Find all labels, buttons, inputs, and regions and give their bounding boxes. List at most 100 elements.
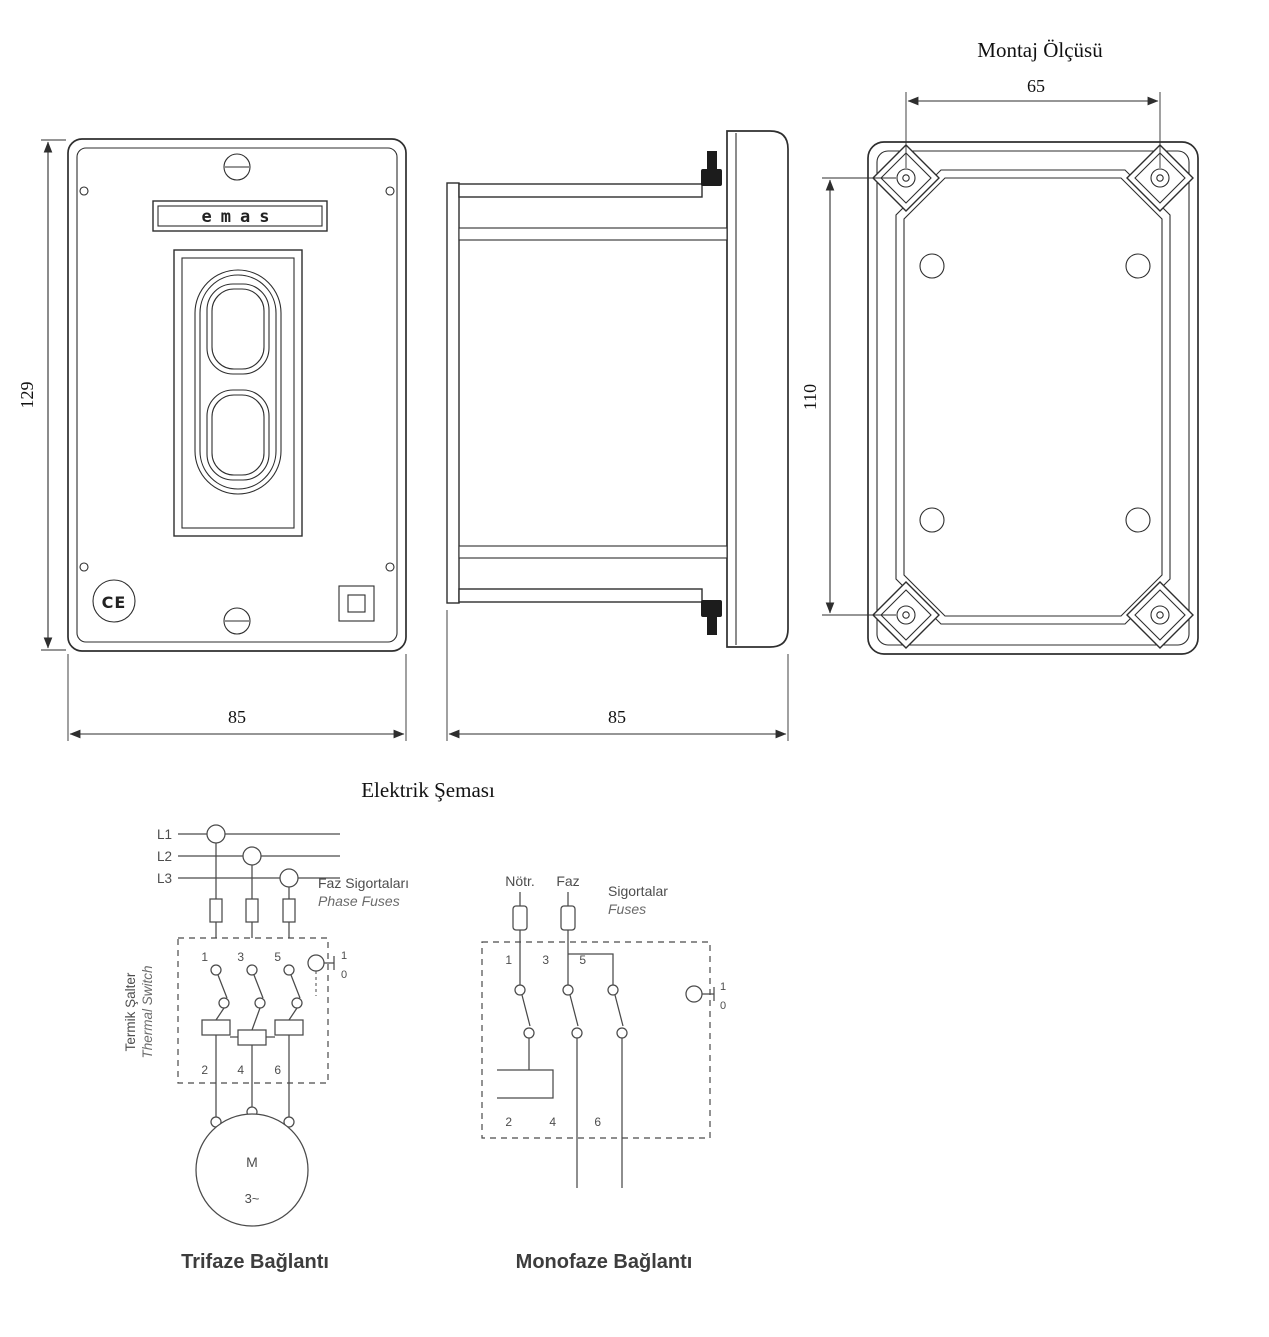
edge-screw-icon bbox=[79, 186, 89, 196]
bottom-plate bbox=[458, 588, 703, 603]
dimension-label-110: 110 bbox=[800, 384, 820, 410]
monofaze-schematic: Nötr. Faz Sigortalar Fuses 1 3 5 bbox=[481, 873, 726, 1273]
motor-phase-label: 3~ bbox=[245, 1191, 260, 1206]
edge-screw-icon bbox=[385, 562, 395, 572]
top-plate bbox=[458, 183, 703, 198]
terminal-2: 2 bbox=[201, 1063, 208, 1077]
fuse-symbol bbox=[512, 905, 528, 931]
phase-label-l2: L2 bbox=[157, 849, 172, 864]
contact-node bbox=[562, 984, 574, 996]
schematic-title: Elektrik Şeması bbox=[361, 778, 495, 802]
contact-node bbox=[218, 997, 230, 1009]
contact-node bbox=[291, 997, 303, 1009]
motor-circle bbox=[195, 1113, 309, 1227]
terminal-2: 2 bbox=[505, 1115, 512, 1129]
side-view bbox=[446, 130, 789, 648]
dimension-label-65: 65 bbox=[1027, 76, 1045, 96]
terminal-1: 1 bbox=[201, 950, 208, 964]
onoff-button-symbol: 1 0 bbox=[307, 950, 347, 996]
dimension-front-width: 85 bbox=[67, 654, 407, 741]
phase-label-l3: L3 bbox=[157, 871, 172, 886]
cover-screw-bottom-icon bbox=[223, 607, 251, 635]
button-off-label: 0 bbox=[720, 1000, 726, 1012]
fuses-label-en: Fuses bbox=[608, 901, 646, 917]
back-mounting-view: Montaj Ölçüsü bbox=[867, 38, 1199, 655]
mounting-flange bbox=[446, 182, 460, 604]
thermal-switch-label-tr: Termik Şalter bbox=[123, 972, 138, 1051]
tap-node-l2 bbox=[242, 846, 262, 866]
phase-fuses-label-tr: Faz Sigortaları bbox=[318, 875, 409, 891]
brand-plate: emas bbox=[152, 200, 328, 232]
screw-boss bbox=[919, 507, 945, 533]
dimension-side-depth: 85 bbox=[446, 610, 789, 741]
enclosure-side-front-slab bbox=[726, 130, 789, 648]
monofaze-title: Monofaze Bağlantı bbox=[516, 1251, 693, 1273]
button-off-label: 0 bbox=[341, 969, 347, 981]
contact-node bbox=[514, 984, 526, 996]
dimension-label-85-side: 85 bbox=[608, 707, 626, 727]
bottom-internal-link bbox=[497, 1069, 554, 1099]
terminal-3: 3 bbox=[237, 950, 244, 964]
switch-boundary bbox=[481, 941, 711, 1139]
button-on-label: 1 bbox=[341, 950, 347, 962]
mounting-tab-bottom-right bbox=[1126, 581, 1194, 649]
dimension-label-85-front: 85 bbox=[228, 707, 246, 727]
cover-screw-top-icon bbox=[223, 153, 251, 181]
start-button bbox=[206, 283, 270, 375]
fuse-symbol bbox=[560, 905, 576, 931]
contact-node bbox=[283, 964, 295, 976]
overload-heater-symbol bbox=[274, 1019, 304, 1036]
mounting-tab-top-right bbox=[1126, 144, 1194, 212]
motor-label: M bbox=[246, 1154, 258, 1170]
contact-node bbox=[616, 1027, 628, 1039]
dimension-mounting-width: 65 bbox=[905, 76, 1161, 168]
mounting-tab-top-left bbox=[872, 144, 940, 212]
mounting-dimension-title: Montaj Ölçüsü bbox=[977, 38, 1103, 62]
tap-node-l3 bbox=[279, 868, 299, 888]
phase-fuses-label-en: Phase Fuses bbox=[318, 893, 400, 909]
terminal-6: 6 bbox=[274, 1063, 281, 1077]
lower-rail bbox=[458, 545, 728, 559]
terminal-4: 4 bbox=[549, 1115, 556, 1129]
double-insulation-icon bbox=[338, 585, 375, 622]
phase-label: Faz bbox=[556, 873, 579, 889]
fuse-symbol bbox=[245, 898, 259, 923]
fuse-symbol bbox=[209, 898, 223, 923]
neutral-label: Nötr. bbox=[505, 873, 535, 889]
screw-top-icon bbox=[701, 151, 722, 186]
overload-heater-symbol bbox=[201, 1019, 231, 1036]
overload-heater-symbol bbox=[237, 1029, 267, 1046]
thermal-switch-boundary bbox=[177, 937, 329, 1084]
brand-logo-text: emas bbox=[202, 207, 279, 227]
internal-link bbox=[568, 953, 614, 985]
onoff-button-symbol: 1 0 bbox=[685, 981, 726, 1012]
enclosure-front-inner-edge bbox=[76, 147, 398, 643]
upper-rail bbox=[458, 227, 728, 241]
terminal-6: 6 bbox=[594, 1115, 601, 1129]
terminal-5: 5 bbox=[579, 953, 586, 967]
mounting-tab-bottom-left bbox=[872, 581, 940, 649]
contact-node bbox=[523, 1027, 535, 1039]
trifaze-title: Trifaze Bağlantı bbox=[181, 1251, 329, 1273]
ce-mark: CE bbox=[92, 579, 136, 623]
terminal-3: 3 bbox=[542, 953, 549, 967]
edge-screw-icon bbox=[79, 562, 89, 572]
switch-button-panel bbox=[173, 249, 303, 537]
edge-screw-icon bbox=[385, 186, 395, 196]
contact-node bbox=[246, 964, 258, 976]
screw-boss bbox=[1125, 253, 1151, 279]
motor-junction bbox=[283, 1116, 295, 1128]
terminal-1: 1 bbox=[505, 953, 512, 967]
dimension-mounting-height: 110 bbox=[800, 177, 896, 616]
thermal-switch-label-en: Thermal Switch bbox=[140, 965, 155, 1058]
fuses-label-tr: Sigortalar bbox=[608, 883, 668, 899]
screw-boss bbox=[1125, 507, 1151, 533]
contact-node bbox=[210, 964, 222, 976]
contact-node bbox=[254, 997, 266, 1009]
dimension-label-129: 129 bbox=[17, 382, 37, 409]
phase-label-l1: L1 bbox=[157, 827, 172, 842]
tap-node-l1 bbox=[206, 824, 226, 844]
contact-node bbox=[571, 1027, 583, 1039]
